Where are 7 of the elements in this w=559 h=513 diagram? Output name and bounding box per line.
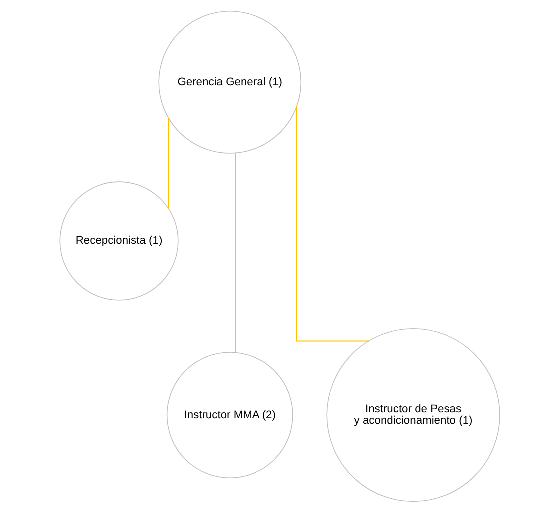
node-circle: Recepcionista (1) xyxy=(59,182,178,301)
connector xyxy=(296,106,369,342)
connector xyxy=(234,153,236,353)
node-circle: Instructor MMA (2) xyxy=(166,352,293,479)
connector xyxy=(168,118,169,209)
node-circle: Gerencia General (1) xyxy=(158,11,302,154)
node-circle: Instructor de Pesas y acondicionamiento (1) xyxy=(326,328,500,502)
